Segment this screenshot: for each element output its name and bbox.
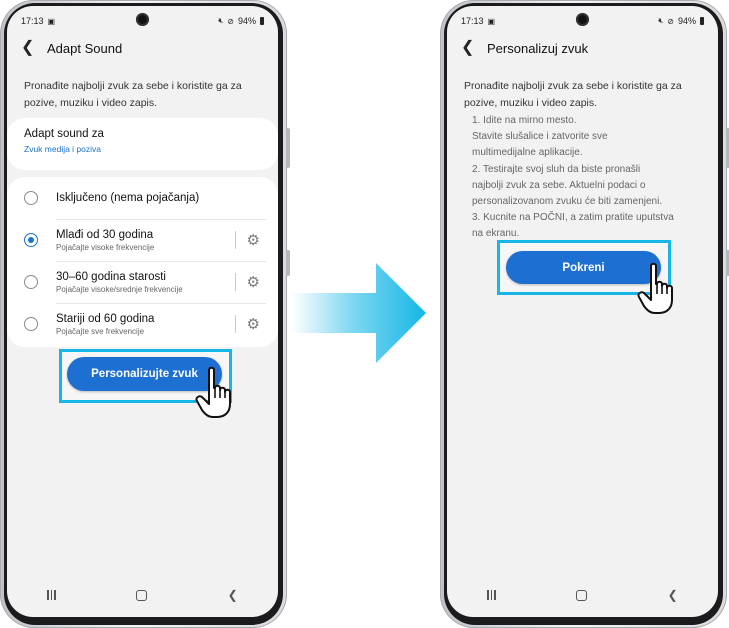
instruction-line: najbolji zvuk za sebe. Aktuelni podaci o bbox=[472, 179, 646, 191]
battery-percent: 94% bbox=[237, 16, 256, 26]
option-under-30[interactable]: Mlađi od 30 godina Pojačajte visoke frek… bbox=[7, 219, 278, 261]
volume-button bbox=[726, 128, 729, 168]
battery-icon bbox=[260, 17, 264, 25]
right-screen: 17:13 ▣ 🔇︎ ⊘ 94% ❮ Personalizuj zvuk Pro… bbox=[447, 6, 718, 617]
instructions-list: 1. Idite na mirno mesto. Stavite slušali… bbox=[472, 113, 708, 243]
status-bar: 17:13 ▣ 🔇︎ ⊘ 94% bbox=[461, 14, 704, 28]
volume-button bbox=[286, 128, 290, 168]
left-screen: 17:13 ▣ 🔇︎ ⊘ 94% ❮ Adapt Sound Pronađite… bbox=[7, 6, 278, 617]
option-sublabel: Pojačajte visoke frekvencije bbox=[56, 242, 155, 252]
right-arrow-icon bbox=[292, 263, 426, 363]
adapt-sound-for-value: Zvuk medija i poziva bbox=[24, 144, 102, 154]
navigation-bar: ❮ bbox=[7, 587, 278, 603]
age-options-card: Isključeno (nema pojačanja) Mlađi od 30 … bbox=[7, 177, 278, 347]
adapt-sound-for-item[interactable]: Adapt sound za Zvuk medija i poziva bbox=[7, 118, 278, 170]
divider bbox=[235, 315, 236, 333]
radio-icon[interactable] bbox=[24, 191, 38, 205]
power-button bbox=[286, 250, 290, 276]
divider bbox=[56, 303, 266, 304]
option-30-60[interactable]: 30–60 godina starosti Pojačajte visoke/s… bbox=[7, 261, 278, 303]
radio-icon[interactable] bbox=[24, 275, 38, 289]
hand-pointer-icon bbox=[637, 262, 673, 314]
gallery-notification-icon: ▣ bbox=[47, 16, 56, 26]
start-button[interactable]: Pokreni bbox=[506, 251, 661, 284]
battery-percent: 94% bbox=[677, 16, 696, 26]
status-time: 17:13 bbox=[461, 16, 484, 26]
option-label: 30–60 godina starosti bbox=[56, 270, 166, 283]
back-icon[interactable]: ❮ bbox=[667, 588, 678, 602]
option-label: Stariji od 60 godina bbox=[56, 312, 155, 325]
divider bbox=[56, 261, 266, 262]
back-arrow-icon[interactable]: ❮ bbox=[21, 39, 35, 56]
instruction-line: personalizovanom zvuku će biti zamenjeni… bbox=[472, 196, 663, 208]
personalize-sound-button[interactable]: Personalizujte zvuk bbox=[67, 357, 222, 391]
page-title: Personalizuj zvuk bbox=[487, 40, 589, 56]
dnd-icon: ⊘ bbox=[667, 16, 674, 26]
divider bbox=[235, 273, 236, 291]
mute-icon: 🔇︎ bbox=[218, 16, 224, 25]
power-button bbox=[726, 250, 729, 276]
back-icon[interactable]: ❮ bbox=[227, 588, 238, 602]
app-bar: ❮ Adapt Sound bbox=[21, 39, 264, 57]
option-off[interactable]: Isključeno (nema pojačanja) bbox=[7, 177, 278, 219]
divider bbox=[56, 219, 266, 220]
gear-icon[interactable]: ⚙ bbox=[246, 273, 260, 291]
option-label: Mlađi od 30 godina bbox=[56, 228, 154, 241]
recents-icon[interactable] bbox=[47, 590, 56, 600]
home-icon[interactable] bbox=[136, 589, 148, 601]
battery-icon bbox=[700, 17, 704, 25]
option-over-60[interactable]: Stariji od 60 godina Pojačajte sve frekv… bbox=[7, 303, 278, 345]
status-time: 17:13 bbox=[21, 16, 44, 26]
option-sublabel: Pojačajte sve frekvencije bbox=[56, 326, 145, 336]
gallery-notification-icon: ▣ bbox=[487, 16, 496, 26]
home-icon[interactable] bbox=[576, 589, 588, 601]
adapt-sound-for-label: Adapt sound za bbox=[24, 128, 104, 140]
radio-icon[interactable] bbox=[24, 317, 38, 331]
navigation-bar: ❮ bbox=[447, 587, 718, 603]
divider bbox=[235, 231, 236, 249]
hand-pointer-icon bbox=[195, 366, 231, 418]
gear-icon[interactable]: ⚙ bbox=[246, 315, 260, 333]
intro-text: Pronađite najbolji zvuk za sebe i korist… bbox=[464, 80, 682, 109]
instruction-line: 1. Idite na mirno mesto. bbox=[472, 115, 577, 126]
recents-icon[interactable] bbox=[487, 590, 496, 600]
gear-icon[interactable]: ⚙ bbox=[246, 231, 260, 249]
mute-icon: 🔇︎ bbox=[658, 16, 664, 25]
front-camera bbox=[576, 13, 589, 26]
dnd-icon: ⊘ bbox=[227, 16, 234, 26]
right-phone: 17:13 ▣ 🔇︎ ⊘ 94% ❮ Personalizuj zvuk Pro… bbox=[440, 0, 729, 628]
left-phone: 17:13 ▣ 🔇︎ ⊘ 94% ❮ Adapt Sound Pronađite… bbox=[0, 0, 290, 628]
option-sublabel: Pojačajte visoke/srednje frekvencije bbox=[56, 284, 183, 294]
radio-icon[interactable] bbox=[24, 233, 38, 247]
instruction-line: multimedijalne aplikacije. bbox=[472, 147, 583, 159]
option-label: Isključeno (nema pojačanja) bbox=[56, 192, 200, 204]
instruction-line: Stavite slušalice i zatvorite sve bbox=[472, 131, 608, 143]
app-bar: ❮ Personalizuj zvuk bbox=[461, 39, 704, 57]
instruction-line: 2. Testirajte svoj sluh da biste pronašl… bbox=[472, 163, 641, 175]
instruction-line: 3. Kucnite na POČNI, a zatim pratite upu… bbox=[472, 212, 674, 224]
intro-text: Pronađite najbolji zvuk za sebe i korist… bbox=[24, 80, 242, 109]
status-bar: 17:13 ▣ 🔇︎ ⊘ 94% bbox=[21, 14, 264, 28]
back-arrow-icon[interactable]: ❮ bbox=[461, 39, 475, 56]
page-title: Adapt Sound bbox=[47, 40, 123, 56]
front-camera bbox=[136, 13, 149, 26]
instruction-line: na ekranu. bbox=[472, 228, 520, 240]
